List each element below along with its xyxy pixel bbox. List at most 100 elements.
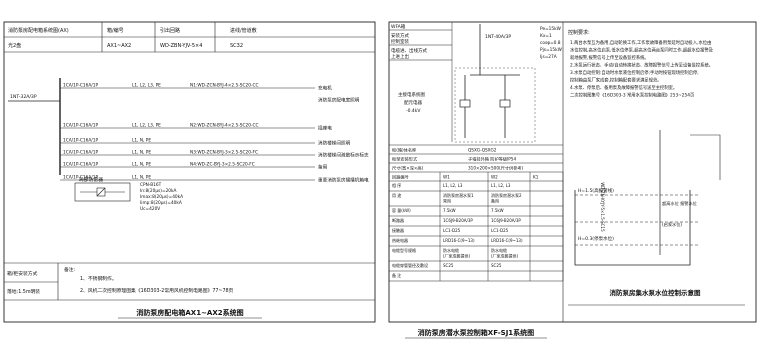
grid-cell: (厂家成套提供) [443,253,471,259]
spd-title: 局部防雷器 [79,176,103,183]
spd-box: 局部防雷器 CPN-B16TIn:8(20μs)=20kAImax:8(20μs… [74,176,183,212]
circuit-load: 备用 [318,164,328,171]
grid-header: W2 [491,175,498,180]
grid-header: W1 [443,175,450,180]
circuit-phase: L1, L2, L3, PE [132,123,161,129]
box-label-1: 主接电系统图 [398,91,425,98]
side-label-2: 控制室装 [391,38,409,45]
grid-cell: 常用 [443,198,451,204]
left-sheet: 消防泵房配电箱系统图(AX) 箱/编号 引出回路 进线/管道敷 光2盘 AX1~… [3,21,376,323]
grid-cell: L1, L2, L3 [443,183,463,188]
spec-row-label: 尺寸(宽×深×高) [392,165,424,172]
grid-cell: 接触器 [392,227,404,233]
circuit-load: 消防泵房配电室照明 [318,97,360,104]
grid-cell: 容 量(kW) [392,207,411,213]
param-line: Pjs=15kW [540,47,563,53]
grid-cell: 防水电缆 [491,247,507,253]
param-line: cosφ=0.8 [540,40,561,46]
grid-cell: 断路器 [392,217,404,223]
pit-outline [574,190,691,266]
circuit-phase: L1, N, PE [132,175,151,181]
grid-cell: 电缆型号规格 [392,247,416,253]
pump-schematic: 1NT-40A/3P Pe=15kWKx=1cosφ=0.8Pjs=15kWIj… [454,24,563,143]
header-r2c3: WD-ZBN-YJV-5×4 [160,43,202,49]
grid-cell: 备用 [491,198,499,204]
grid-cell: 备 注 [392,272,401,278]
note-line: 水位控制,高水位启泵,低水位停泵,超高水位两台泵同时工作,超超水位报警及 [570,47,714,54]
left-bottom-table: 箱/柜安装方式 落地:1.5m明装 备注: 1、不锈钢制作。 2、风机二次控制原… [4,262,375,319]
left-header-table: 消防泵房配电箱系统图(AX) 箱/编号 引出回路 进线/管道敷 光2盘 AX1~… [4,22,375,53]
grid-cell: 7.5kW [443,208,456,213]
circuit-load: 插座电 [318,125,332,132]
branch-circuits: 1CA/1P-C16A/1P L1, L2, L3, PE N1:WD-ZCN-BY… [60,83,369,184]
circuit-load: 充电机 [318,85,332,92]
grid-cell: L1, L2, L3 [491,183,511,188]
circuit-phase: L1, L2, L3, PE [132,83,161,89]
param-line: Kx=1 [540,33,552,39]
circuit-breaker: 1CA/1P-C16A/1P [63,175,98,181]
mount-label: 箱/柜安装方式 [7,270,38,277]
grid-header: K1 [533,175,539,180]
circuit-load: 消防楼梯间照明 [318,140,351,147]
note-line: 2.水泵运行状态、手动/自动转换状态、故障报警信号上传至设备监控系统。 [570,62,713,69]
grid-cell: 消防泵房潜水泵1 [443,192,474,198]
circuit-breaker: 1CA/1P-C16A/1P [63,138,98,144]
circuit-cable: N4:WD-ZC-BYJ-3×2.5-SC20-FC [190,162,255,168]
circuit-breaker: 1CA/1P-C16A/1P [63,83,98,89]
pit-diagram: H=1.5(高报警线) 超高水位 报警水位 H=0.3(停泵水位) (启泵水位)… [568,130,745,306]
grid-cell: 1C6J9-B20A/3P [491,218,521,223]
mount-value: 落地:1.5m明装 [7,288,40,295]
remark-1: 1、不锈钢制作。 [80,275,117,282]
grid-cell: LRD16-C(9~13) [491,238,523,243]
param-line: Pe=15kW [540,26,562,32]
circuit-phase: L1, N, PE [132,150,151,156]
header-r2c1: 光2盘 [8,42,21,49]
header-col2: 箱/编号 [107,27,124,34]
right-side-labels: WFA箱 安装方式 控制室装 电缆进、出线方式 上进上出 主接电系统图 配元电器… [389,22,453,142]
spec-row-value: QSXG-QSXG2 [468,148,497,153]
spd-spec-text: CPN-B16TIn:8(20μs)=20kAImax:8(20μs)=40kA… [140,182,183,212]
contactor-2-icon [499,99,511,108]
pit-label-2: H=0.3(停泵水位) [578,235,614,242]
box-label-2: 配元电器 [404,99,422,106]
notes-title: 控制要求: [568,29,590,36]
circuit-load: 消防楼梯间疏散标示标志 [318,152,369,159]
vertical-cable-label: WD-ZN-KYJY-5×1.5-SC15 [600,182,605,232]
note-line: 3.水泵自动控制:自动时水泵液位控制启停;手动时按钮现场控制启停, [570,69,699,76]
note-line: 控制箱由泵厂家成套,控制箱配套要求满足规范。 [570,77,662,84]
grid-cell: 相 序 [392,182,401,188]
box-label-3: -0.4kV [406,108,421,114]
grid-cell: 防水电缆 [443,247,459,253]
circuit-cable: N1:WD-ZCN-BYJ-4×2.5-SC20-CC [190,83,259,89]
pit-caption: 消防泵房集水泵水位控制示意图 [610,288,702,297]
pit-label-0: H=1.5(高报警线) [578,187,614,194]
left-sheet-frame [3,21,376,323]
circuit-phase: L1, N, PE [132,162,151,168]
spd-spec-line: Uc=420V [140,206,160,212]
spd-spec-line: CPN-B16T [140,182,162,188]
grid-cell: 7.5kW [491,208,504,213]
header-col4: 进线/管道敷 [230,27,257,34]
circuit-phase: L1, N, PE [132,138,151,144]
note-line: 就地报警,报警信号上传至设备监控系统。 [570,54,649,61]
grid-cell: (厂家成套提供) [491,253,519,259]
right-caption: 消防泵房潜水泵控制箱XF-SJ1系统图 [418,328,534,337]
grid-cell: 电缆穿管管径及敷设 [392,262,428,268]
circuit-breaker: 1CA/1P-C16A/1P [63,123,98,129]
circuit-cable: N2:WD-ZCN-BYJ-4×2.5-SC20-CC [190,123,259,129]
top-breaker: 1NT-40A/3P [485,34,511,40]
spec-row-label: 柜型安装形式 [392,156,418,163]
spd-spec-line: In:8(20μs)=20kA [140,188,177,194]
spd-spec-line: Imax:8(20μs)=40kA [140,194,183,200]
incoming-feed: 1NT-32A/3P [8,78,61,175]
remarks-title: 备注: [64,266,76,273]
control-notes: 控制要求: 1.两台水泵互为备用,自动轮换工作,工作泵故障备用泵延时自动投入,水… [568,29,714,99]
grid-cell: 用 途 [392,192,401,198]
header-r2c4: SC32 [230,43,243,49]
note-line: 1.两台水泵互为备用,自动轮换工作,工作泵故障备用泵延时自动投入,水位由 [570,39,711,46]
incoming-breaker: 1NT-32A/3P [10,94,37,100]
pit-label-1: 超高水位 报警水位 [662,200,697,207]
grid-cell: 消防泵房潜水泵2 [491,192,522,198]
